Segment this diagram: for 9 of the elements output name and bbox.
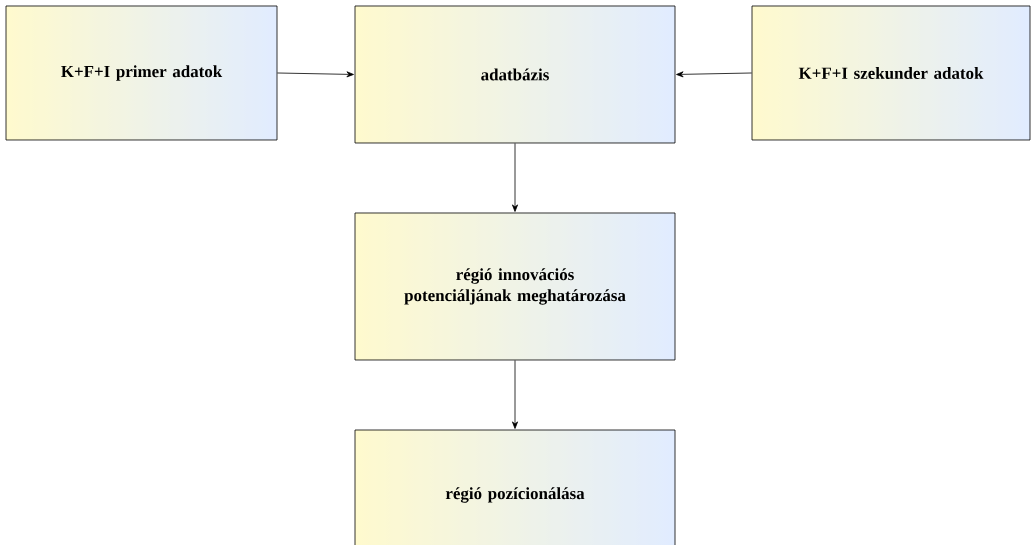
- arrow: [676, 71, 752, 78]
- process-box: adatbázis: [354, 5, 676, 144]
- arrow: [512, 360, 518, 429]
- process-box: K+F+I primer adatok: [5, 5, 278, 141]
- process-box: régió pozícionálása: [354, 429, 676, 545]
- process-box: K+F+I szekunder adatok: [751, 5, 1031, 141]
- arrow: [277, 71, 354, 78]
- process-box: régió innovációs potenciáljának meghatározása: [354, 212, 676, 361]
- arrow: [512, 143, 518, 212]
